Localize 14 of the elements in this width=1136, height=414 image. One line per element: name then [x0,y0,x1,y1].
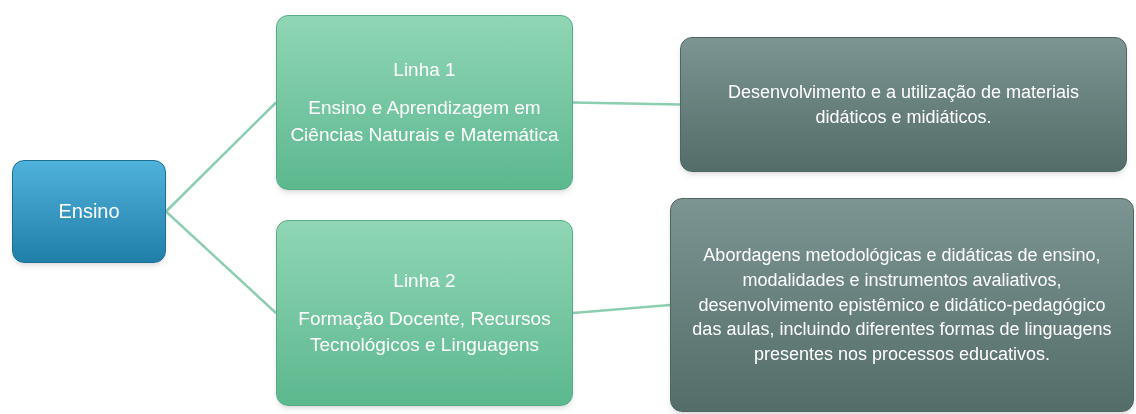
box-text: Desenvolvimento e a utilização de materiais didáticos e midiáticos. [726,80,1081,129]
topic-box [12,160,166,263]
connector-line [572,303,671,315]
box-text: Ensino e Aprendizagem em Ciências Naturais e Matemática [289,96,560,147]
box-heading: Linha 2 [393,268,456,293]
connector-line [165,101,277,213]
box-heading: Linha 1 [393,58,456,83]
box-text: Ensino [58,198,120,224]
connector-line [165,210,277,314]
description-box [670,198,1134,412]
box-text: Formação Docente, Recursos Tecnológicos e Linguagens [297,306,552,358]
connector-line [572,101,681,106]
description-box [680,37,1127,172]
box-text: Abordagens metodológicas e didáticas de ensino, modalidades e instrumentos avaliativos, desenvolvimento epistêmico e didático-pedagógico das aulas, incluindo diferentes formas de linguagens presentes nos processos educativos. [691,244,1113,367]
